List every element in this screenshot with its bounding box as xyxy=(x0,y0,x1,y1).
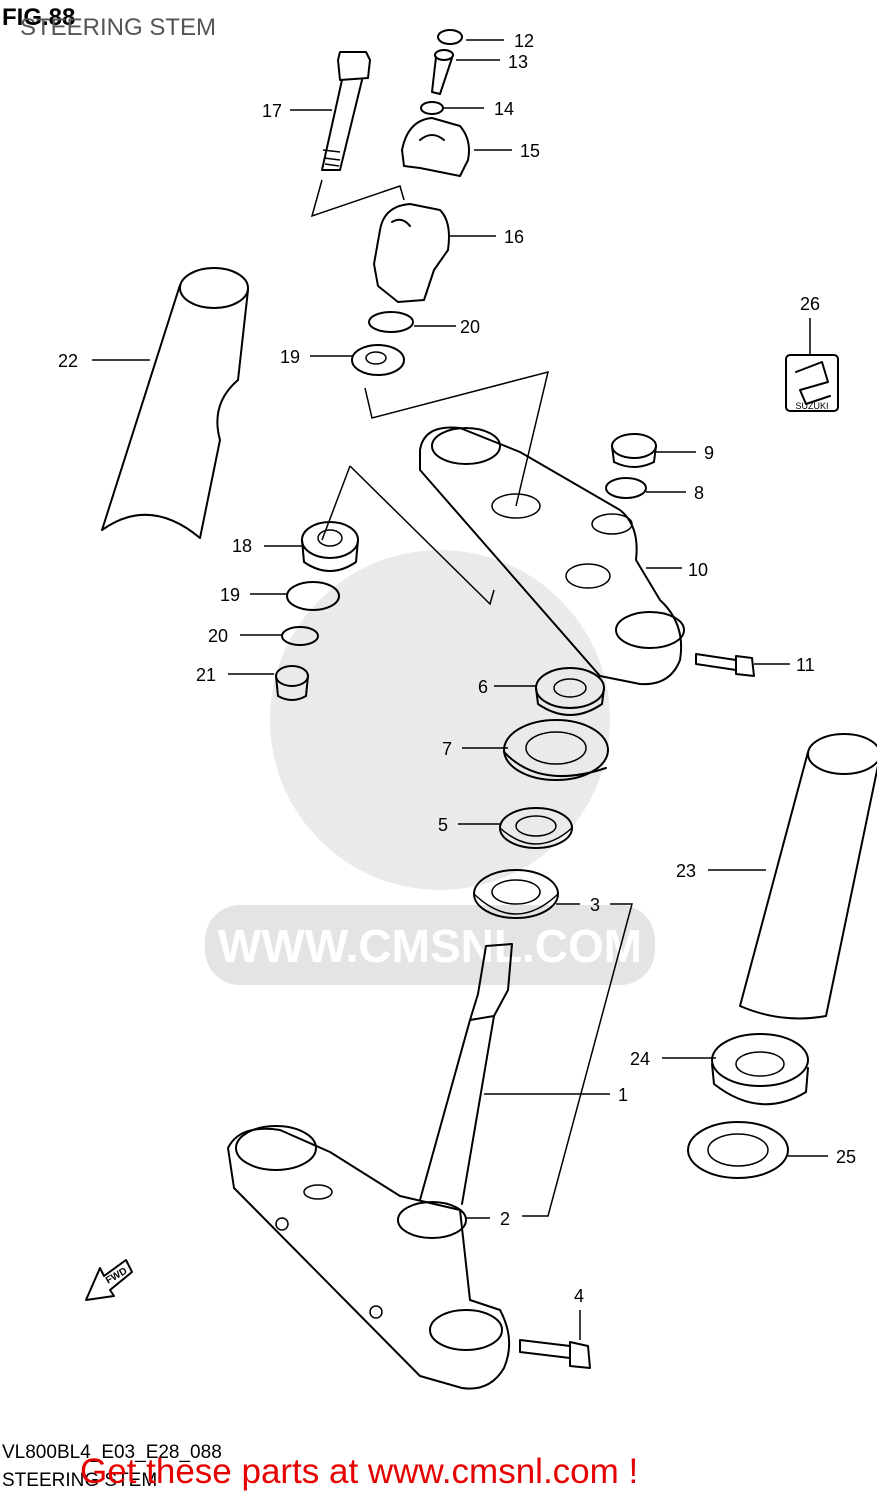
model-code: VL800BL4_E03_E28_088 xyxy=(2,1442,222,1463)
callout-19-top[interactable]: 19 xyxy=(280,347,300,367)
part-19-washer-lower[interactable] xyxy=(286,581,340,611)
callout-25[interactable]: 25 xyxy=(836,1147,856,1167)
callout-14[interactable]: 14 xyxy=(494,99,514,119)
callout-20-top[interactable]: 20 xyxy=(460,317,480,337)
callout-16[interactable]: 16 xyxy=(504,227,524,247)
callout-17[interactable]: 17 xyxy=(262,101,282,121)
callout-23[interactable]: 23 xyxy=(676,861,696,881)
callout-18[interactable]: 18 xyxy=(232,536,252,556)
part-26-brand-emblem[interactable]: SUZUKI xyxy=(785,354,839,412)
part-20-washer-lower[interactable] xyxy=(281,626,319,646)
section-name: STEERING STEM xyxy=(2,1470,158,1491)
callout-13[interactable]: 13 xyxy=(508,52,528,72)
guide-line-mid xyxy=(364,370,550,507)
callout-5[interactable]: 5 xyxy=(438,815,448,835)
promo-link[interactable]: Get these parts at www.cmsnl.com ! xyxy=(80,1452,639,1491)
part-9-nut[interactable] xyxy=(611,433,657,468)
part-12-cap[interactable] xyxy=(437,29,463,45)
part-13-screw[interactable] xyxy=(431,49,454,95)
brand-logo-text: SUZUKI xyxy=(795,401,828,411)
part-16-holder-lower[interactable] xyxy=(373,203,450,303)
part-19-washer-top[interactable] xyxy=(351,344,405,376)
guide-line-upper xyxy=(310,179,405,218)
callout-12[interactable]: 12 xyxy=(514,31,534,51)
watermark: WWW.CMSNL.COM xyxy=(205,550,655,985)
callout-1[interactable]: 1 xyxy=(618,1085,628,1105)
part-3-lower-bearing[interactable] xyxy=(473,869,559,919)
callout-numbers: 12 13 14 15 16 17 20 19 22 26 9 8 10 11 … xyxy=(58,31,856,1306)
callout-9[interactable]: 9 xyxy=(704,443,714,463)
guide-line-left xyxy=(321,465,495,606)
callout-26[interactable]: 26 xyxy=(800,294,820,314)
part-10-upper-bracket[interactable] xyxy=(419,426,685,686)
callout-2[interactable]: 2 xyxy=(500,1209,510,1229)
part-6-steering-nut[interactable] xyxy=(535,667,605,716)
part-2-seal[interactable] xyxy=(397,1201,467,1239)
part-24-fork-nut[interactable] xyxy=(711,1033,809,1106)
callout-20-lower[interactable]: 20 xyxy=(208,626,228,646)
part-25-washer[interactable] xyxy=(687,1121,789,1179)
part-11-bolt[interactable] xyxy=(695,653,755,677)
part-5-upper-bearing[interactable] xyxy=(499,807,573,849)
part-4-bolt[interactable] xyxy=(519,1339,591,1369)
part-7-dust-seal[interactable] xyxy=(503,719,609,781)
part-1-steering-stem[interactable] xyxy=(227,943,513,1390)
part-22-fork-cover-left[interactable] xyxy=(101,267,249,539)
forward-direction-arrow-icon: FWD xyxy=(85,1259,133,1301)
figure-number: FIG.88 xyxy=(2,4,76,31)
callout-15[interactable]: 15 xyxy=(520,141,540,161)
callout-4[interactable]: 4 xyxy=(574,1286,584,1306)
part-18-spacer[interactable] xyxy=(301,521,359,572)
callout-8[interactable]: 8 xyxy=(694,483,704,503)
callout-11[interactable]: 11 xyxy=(796,655,815,675)
figure-title: STEERING STEM xyxy=(20,14,217,41)
callout-10[interactable]: 10 xyxy=(688,560,708,580)
callout-3[interactable]: 3 xyxy=(590,895,600,915)
watermark-text: WWW.CMSNL.COM xyxy=(218,920,642,972)
callout-24[interactable]: 24 xyxy=(630,1049,650,1069)
part-8-washer[interactable] xyxy=(605,477,647,499)
callout-7[interactable]: 7 xyxy=(442,739,452,759)
part-23-fork-cover-right[interactable] xyxy=(739,733,877,1020)
part-14-washer[interactable] xyxy=(420,101,444,115)
callout-21[interactable]: 21 xyxy=(196,665,216,685)
callout-22[interactable]: 22 xyxy=(58,351,78,371)
leader-lines xyxy=(92,39,828,1340)
part-20-washer-top[interactable] xyxy=(368,311,414,333)
part-17-bolt[interactable] xyxy=(321,51,371,171)
part-15-holder-upper[interactable] xyxy=(401,117,470,177)
callout-19-lower[interactable]: 19 xyxy=(220,585,240,605)
callout-6[interactable]: 6 xyxy=(478,677,488,697)
part-21-nut[interactable] xyxy=(275,665,309,701)
